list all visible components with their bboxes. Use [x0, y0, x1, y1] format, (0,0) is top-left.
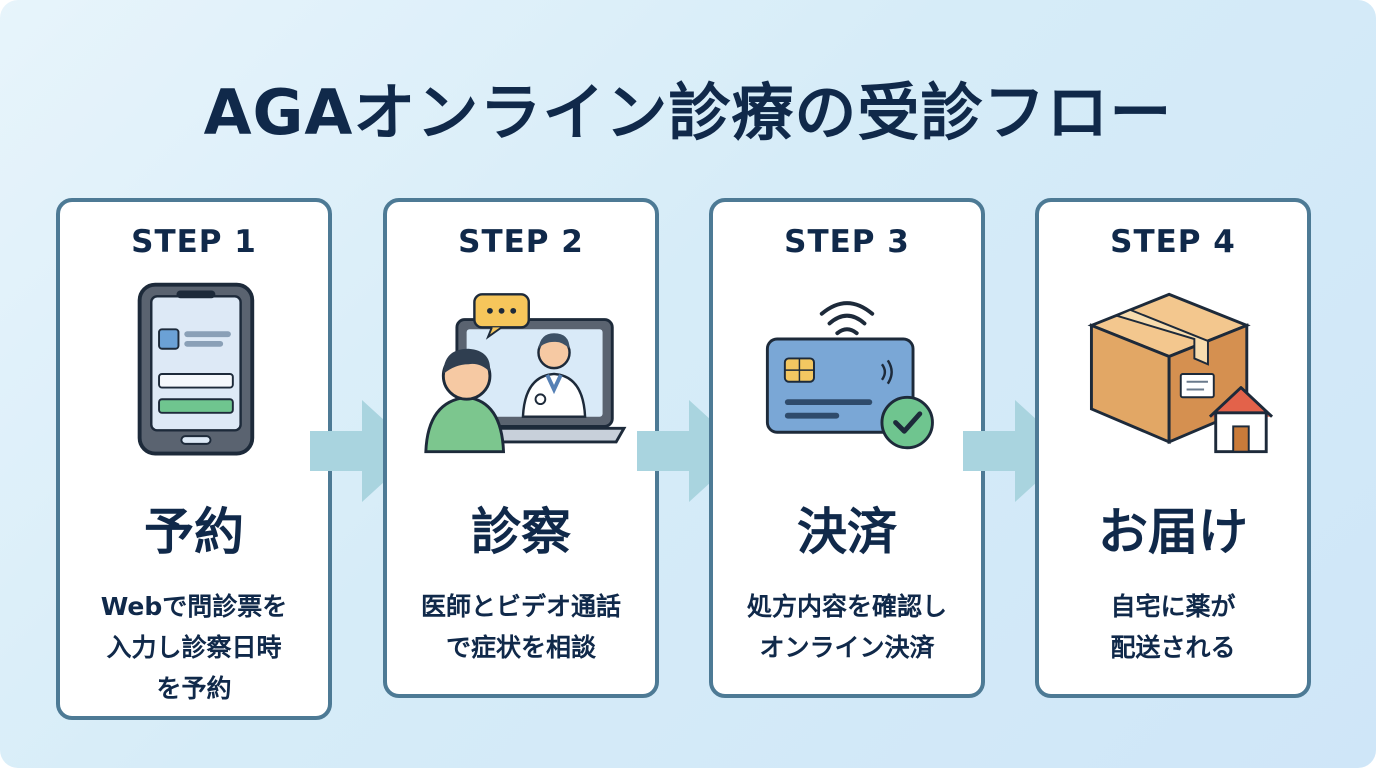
- arrow-right-icon: [637, 400, 745, 502]
- step-description: 自宅に薬が 配送される: [1110, 592, 1236, 662]
- page-title: AGAオンライン診療の受診フロー: [203, 76, 1173, 149]
- step-label: STEP 1: [131, 224, 257, 260]
- step-description: 医師とビデオ通話 で症状を相談: [420, 592, 621, 662]
- step-name: 診察: [471, 503, 571, 561]
- step-description: 処方内容を確認し オンライン決済: [746, 592, 947, 662]
- step-card-2: STEP 2 診察 医師とビデオ通話 で症状を相談: [383, 198, 659, 698]
- step-name: お届け: [1098, 503, 1248, 561]
- step-card-3: STEP 3 決済 処方内容を確認し オンライン決済: [709, 198, 985, 698]
- step-label: STEP 2: [458, 224, 584, 260]
- step-description: Webで問診票を 入力し診察日時 を予約: [100, 592, 288, 703]
- step-card-4: STEP 4 お届け 自宅に薬が 配送される: [1035, 198, 1311, 698]
- credit-card-payment-icon: [765, 301, 934, 450]
- step-name: 予約: [144, 503, 244, 561]
- step-card-1: STEP 1 予約 Webで問診票を 入力し診察日時 を予約: [56, 198, 332, 720]
- package-delivery-icon: [1087, 292, 1274, 454]
- smartphone-form-icon: [137, 282, 255, 456]
- arrow-right-icon: [310, 400, 418, 502]
- step-name: 決済: [797, 503, 897, 561]
- video-consultation-icon: [424, 293, 627, 454]
- arrow-right-icon: [963, 400, 1071, 502]
- step-label: STEP 4: [1110, 224, 1236, 260]
- step-label: STEP 3: [784, 224, 910, 260]
